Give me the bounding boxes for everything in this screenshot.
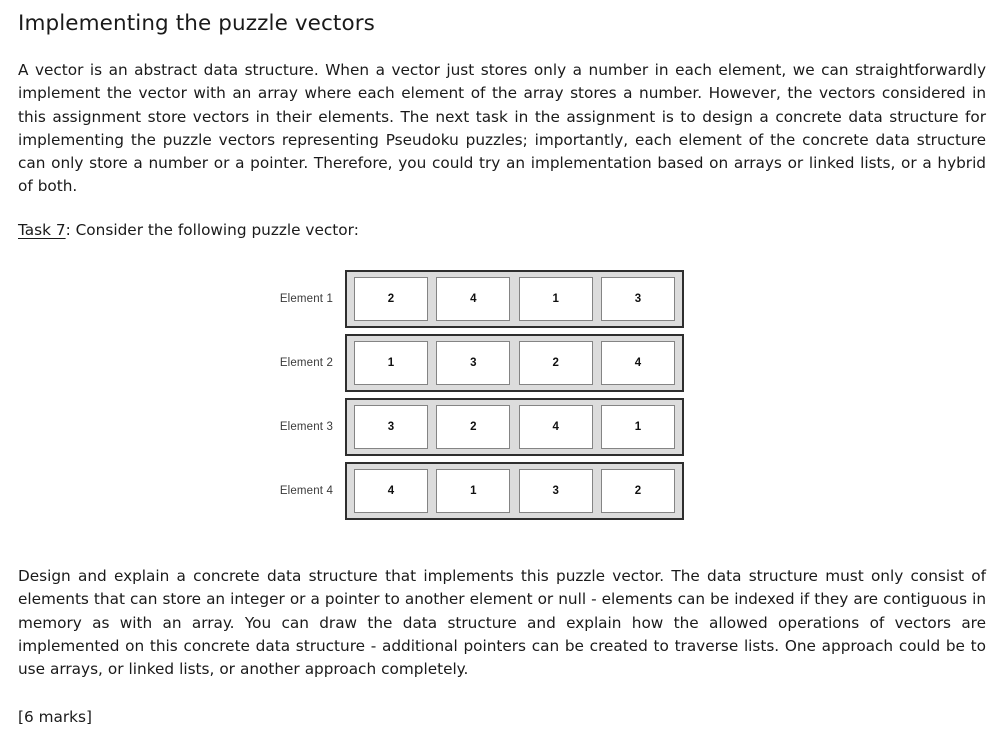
vector-row-label: Element 2 bbox=[279, 357, 333, 370]
vector-row-container: 1 3 2 4 bbox=[345, 334, 684, 393]
vector-cell: 2 bbox=[600, 469, 675, 514]
vector-row: Element 4 4 1 3 2 bbox=[18, 459, 986, 523]
vector-row-label: Element 3 bbox=[279, 421, 333, 434]
vector-cell: 4 bbox=[436, 277, 511, 322]
vector-cell: 2 bbox=[354, 277, 428, 322]
vector-cell: 4 bbox=[600, 341, 675, 386]
vector-row: Element 1 2 4 1 3 bbox=[18, 267, 986, 331]
vector-cell: 3 bbox=[354, 405, 428, 450]
vector-row: Element 3 3 2 4 1 bbox=[18, 395, 986, 459]
spacer bbox=[18, 682, 986, 706]
vector-cell: 1 bbox=[518, 277, 593, 322]
spacer bbox=[18, 531, 986, 565]
marks-line: [6 marks] bbox=[18, 707, 92, 726]
vector-row: Element 2 1 3 2 4 bbox=[18, 331, 986, 395]
vector-row-container: 3 2 4 1 bbox=[345, 398, 684, 457]
task-text: : Consider the following puzzle vector: bbox=[65, 220, 359, 239]
task-label: Task 7 bbox=[18, 220, 66, 239]
task-line: Task 7: Consider the following puzzle ve… bbox=[18, 199, 986, 242]
page-title: Implementing the puzzle vectors bbox=[18, 11, 375, 36]
vector-cell: 1 bbox=[600, 405, 675, 450]
vector-cell: 3 bbox=[518, 469, 593, 514]
vector-row-container: 2 4 1 3 bbox=[345, 270, 684, 329]
vector-cell: 4 bbox=[518, 405, 593, 450]
vector-cell: 3 bbox=[600, 277, 675, 322]
vector-row-label: Element 4 bbox=[279, 485, 333, 498]
vector-cell: 4 bbox=[354, 469, 428, 514]
vector-row-label: Element 1 bbox=[279, 293, 333, 306]
vector-cell: 3 bbox=[436, 341, 511, 386]
vector-cell: 1 bbox=[436, 469, 511, 514]
vector-cell: 1 bbox=[354, 341, 428, 386]
vector-row-container: 4 1 3 2 bbox=[345, 462, 684, 521]
vector-cell: 2 bbox=[518, 341, 593, 386]
intro-paragraph: A vector is an abstract data structure. … bbox=[18, 60, 986, 196]
design-paragraph: Design and explain a concrete data struc… bbox=[18, 567, 986, 679]
puzzle-vector-diagram: Element 1 2 4 1 3 Element 2 1 3 2 4 Elem… bbox=[18, 242, 986, 531]
vector-cell: 2 bbox=[436, 405, 511, 450]
